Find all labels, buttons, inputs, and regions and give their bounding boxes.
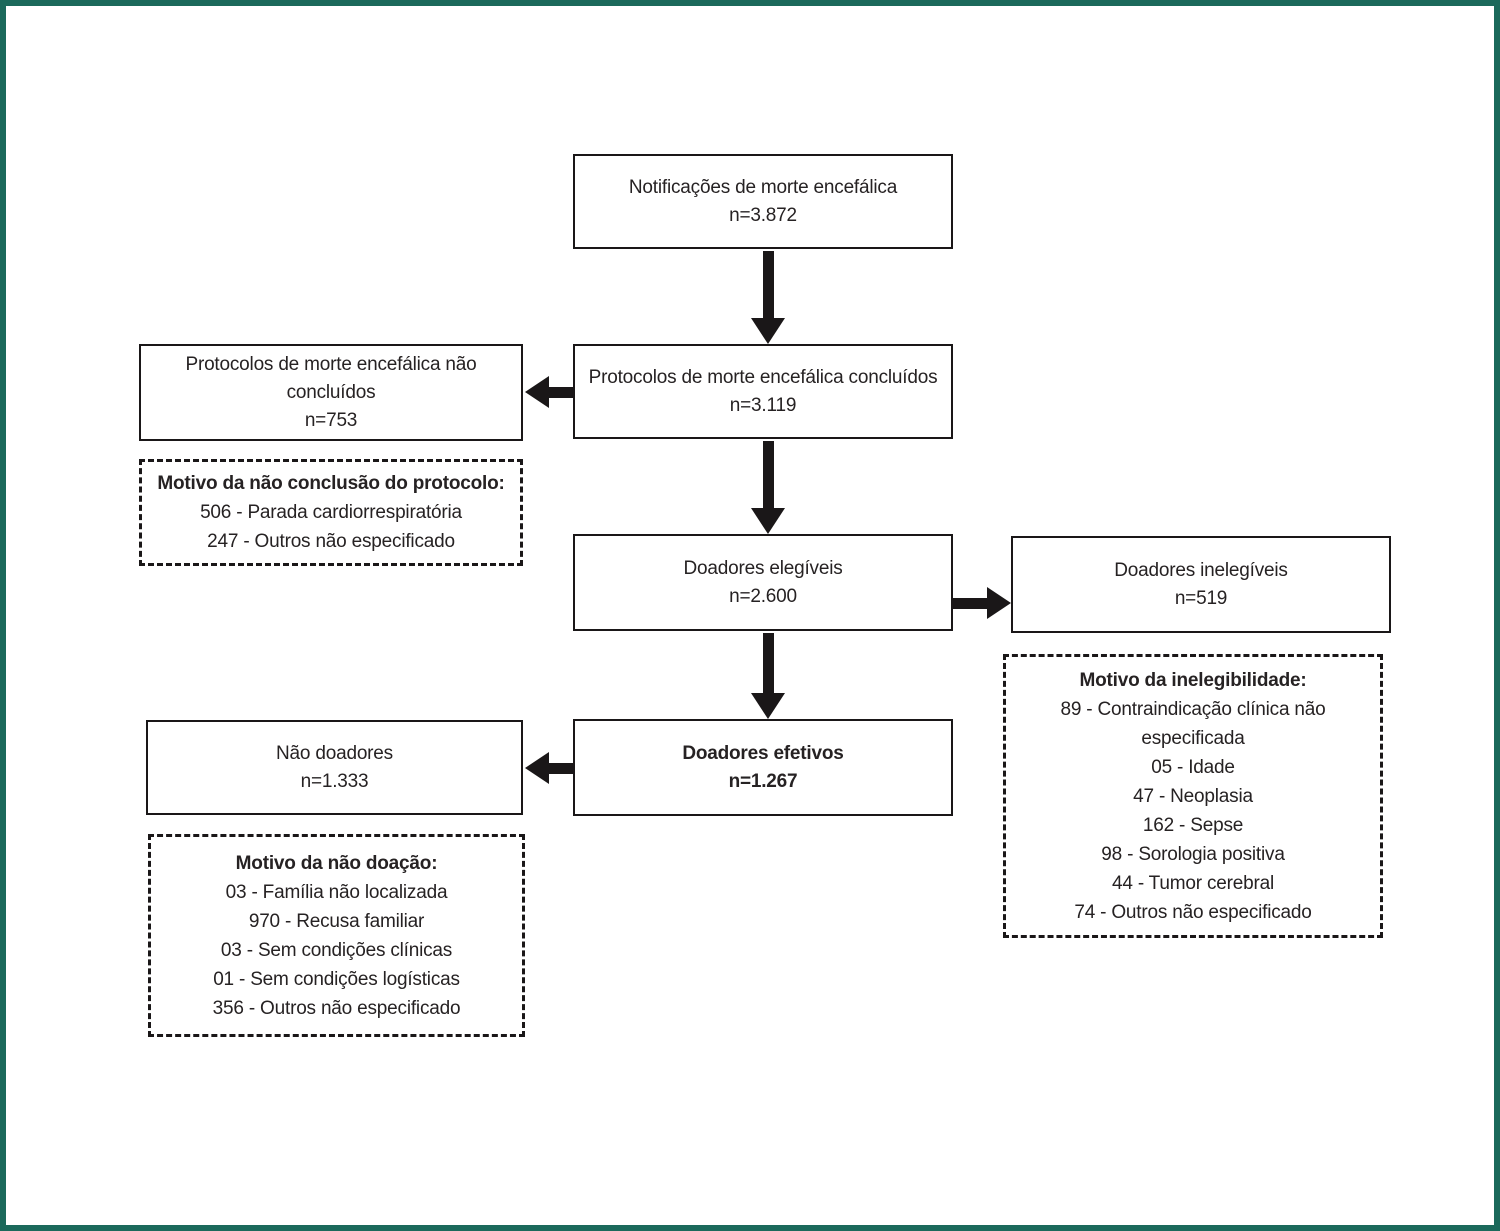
box-n-value: n=3.119: [729, 394, 797, 416]
box-n-value: n=519: [1174, 587, 1228, 609]
box-title: Protocolos de morte encefálica não concl…: [185, 353, 477, 403]
box-title: Doadores efetivos: [682, 742, 844, 764]
detail-item: 47 - Neoplasia: [1133, 785, 1253, 807]
detail-heading: Motivo da inelegibilidade:: [1079, 669, 1307, 691]
detail-heading: Motivo da não conclusão do protocolo:: [157, 473, 505, 494]
detail-box-inelegibilidade: Motivo da inelegibilidade: 89 - Contrain…: [1003, 654, 1383, 938]
arrow-down-notificacoes-to-concluidos-icon: [751, 251, 785, 344]
detail-item: 44 - Tumor cerebral: [1112, 872, 1274, 894]
detail-item: 05 - Idade: [1151, 756, 1235, 778]
arrow-left-concluidos-to-nao-concluidos-icon: [525, 376, 573, 408]
arrow-down-elegiveis-to-efetivos-icon: [751, 633, 785, 719]
box-n-value: n=2.600: [729, 585, 797, 607]
box-doadores-inelegiveis: Doadores inelegíveis n=519: [1011, 536, 1391, 633]
box-notificacoes-morte-encefalica: Notificações de morte encefálica n=3.872: [573, 154, 953, 249]
arrow-right-elegiveis-to-inelegiveis-icon: [953, 587, 1011, 619]
box-title: Doadores inelegíveis: [1114, 559, 1288, 581]
box-title: Notificações de morte encefálica: [628, 176, 898, 198]
arrow-down-concluidos-to-elegiveis-icon: [751, 441, 785, 534]
detail-item: 74 - Outros não especificado: [1074, 901, 1312, 923]
detail-item: 03 - Sem condições clínicas: [220, 939, 453, 961]
box-n-value: n=1.267: [728, 770, 798, 792]
arrow-left-efetivos-to-nao-doadores-icon: [525, 752, 573, 784]
detail-item: 03 - Família não localizada: [225, 881, 448, 903]
detail-box-nao-conclusao: Motivo da não conclusão do protocolo: 50…: [139, 459, 523, 566]
detail-item: 01 - Sem condições logísticas: [213, 968, 460, 990]
box-protocolos-concluidos: Protocolos de morte encefálica concluído…: [573, 344, 953, 439]
detail-item: 162 - Sepse: [1142, 814, 1244, 836]
box-title: Protocolos de morte encefálica concluído…: [588, 366, 938, 388]
detail-item: 970 - Recusa familiar: [248, 910, 425, 932]
box-title: Não doadores: [276, 742, 393, 764]
box-n-value: n=1.333: [300, 770, 369, 792]
detail-box-nao-doacao: Motivo da não doação: 03 - Família não l…: [148, 834, 525, 1037]
box-nao-doadores: Não doadores n=1.333: [146, 720, 523, 815]
detail-item: 247 - Outros não especificado: [207, 531, 455, 552]
box-protocolos-nao-concluidos: Protocolos de morte encefálica não concl…: [139, 344, 523, 441]
box-n-value: n=753: [304, 409, 358, 431]
detail-item: 356 - Outros não especificado: [212, 997, 461, 1019]
box-doadores-efetivos: Doadores efetivos n=1.267: [573, 719, 953, 816]
box-title: Doadores elegíveis: [683, 557, 843, 579]
detail-heading: Motivo da não doação:: [235, 852, 438, 874]
box-doadores-elegiveis: Doadores elegíveis n=2.600: [573, 534, 953, 631]
box-n-value: n=3.872: [729, 204, 797, 226]
detail-item: 89 - Contraindicação clínica não especif…: [1060, 698, 1326, 749]
detail-item: 506 - Parada cardiorrespiratória: [200, 502, 462, 523]
detail-item: 98 - Sorologia positiva: [1101, 843, 1285, 865]
